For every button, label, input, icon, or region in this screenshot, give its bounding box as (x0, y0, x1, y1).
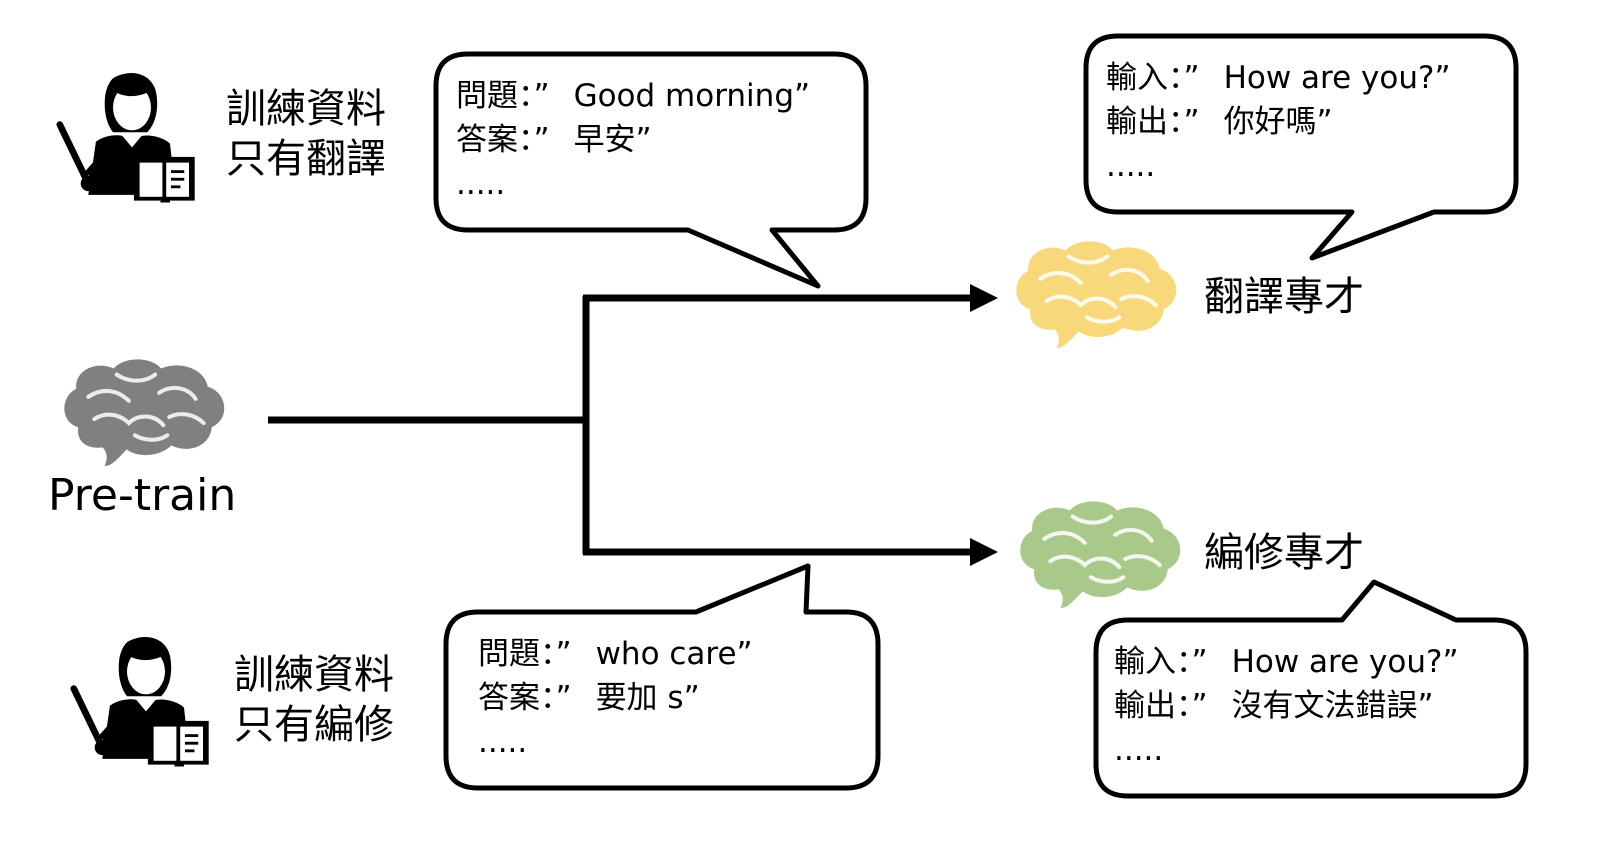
example-row: 答案：” 要加 s” (478, 676, 753, 720)
example-value: Good morning” (573, 78, 811, 114)
example-key: 輸出：” (1106, 104, 1200, 140)
connector-lines (268, 294, 975, 556)
teacher-bottom-icon (74, 637, 209, 766)
bubble-top-right-text: 輸入：” How are you?” 輸出：” 你好嗎” ..... (1106, 56, 1451, 188)
example-row: 答案：” 早安” (456, 118, 810, 162)
arrow-bottom-head (970, 538, 998, 566)
example-row: 輸出：” 你好嗎” (1106, 100, 1451, 144)
translation-expert-brain-icon (1016, 241, 1176, 347)
example-row: 輸出：” 沒有文法錯誤” (1114, 684, 1459, 728)
example-value: who care” (595, 636, 753, 672)
top-data-label-line1: 訓練資料 (226, 86, 386, 132)
example-more: ..... (1106, 148, 1156, 184)
example-key: 問題：” (478, 636, 572, 672)
example-row: 輸入：” How are you?” (1106, 56, 1451, 100)
example-value: How are you?” (1231, 644, 1459, 680)
example-value: 要加 s” (595, 680, 700, 716)
bottom-data-label: 訓練資料 只有編修 (234, 650, 394, 750)
example-key: 輸入：” (1114, 644, 1208, 680)
example-row: 問題：” who care” (478, 632, 753, 676)
example-more: ..... (478, 724, 528, 760)
example-key: 輸出：” (1114, 688, 1208, 724)
teacher-top-icon (60, 73, 195, 202)
bottom-data-label-line1: 訓練資料 (234, 652, 394, 698)
example-row: 問題：” Good morning” (456, 74, 810, 118)
bubble-top-left (433, 51, 869, 289)
bubble-bottom-right (1093, 579, 1529, 799)
example-more: ..... (1114, 732, 1164, 768)
example-key: 答案：” (478, 680, 572, 716)
translation-expert-label: 翻譯專才 (1204, 274, 1364, 320)
example-value: 早安” (573, 122, 652, 158)
arrow-top-head (970, 284, 998, 312)
example-key: 答案：” (456, 122, 550, 158)
example-key: 輸入：” (1106, 60, 1200, 96)
top-data-label-line2: 只有翻譯 (226, 136, 386, 182)
example-value: 沒有文法錯誤” (1231, 688, 1434, 724)
example-value: How are you?” (1223, 60, 1451, 96)
editing-expert-label: 編修專才 (1204, 530, 1364, 576)
editing-expert-brain-icon (1020, 501, 1180, 607)
example-value: 你好嗎” (1223, 104, 1333, 140)
example-row: 輸入：” How are you?” (1114, 640, 1459, 684)
pretrain-brain-icon (64, 359, 224, 465)
bubble-bottom-right-text: 輸入：” How are you?” 輸出：” 沒有文法錯誤” ..... (1114, 640, 1459, 772)
bottom-data-label-line2: 只有編修 (234, 702, 394, 748)
bubble-bottom-left (443, 563, 881, 791)
example-more: ..... (456, 166, 506, 202)
bubble-bottom-left-text: 問題：” who care” 答案：” 要加 s” ..... (478, 632, 753, 764)
example-key: 問題：” (456, 78, 550, 114)
bubble-top-left-text: 問題：” Good morning” 答案：” 早安” ..... (456, 74, 810, 206)
top-data-label: 訓練資料 只有翻譯 (226, 84, 386, 184)
pretrain-label: Pre-train (48, 470, 237, 521)
bubble-top-right (1083, 33, 1519, 261)
